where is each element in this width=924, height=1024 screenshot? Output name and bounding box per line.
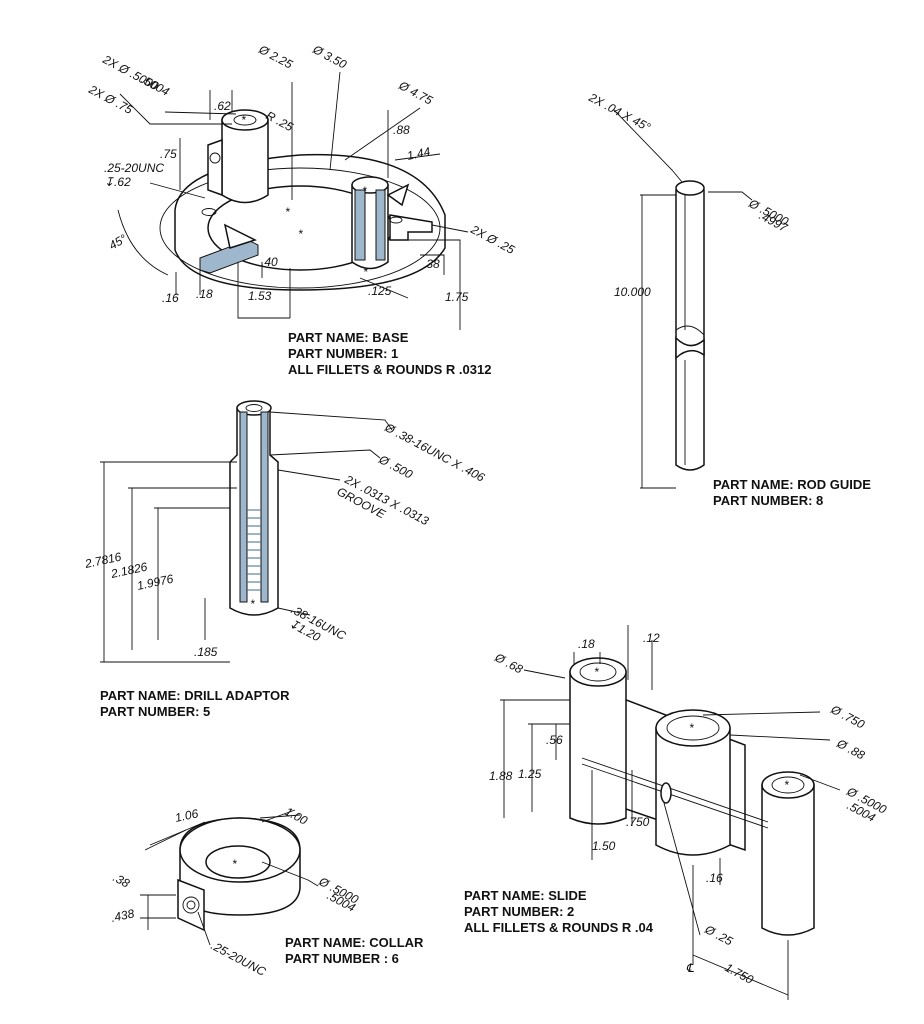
slide-dim-14: Ø .25 <box>702 922 736 949</box>
slide-dim-2: .12 <box>643 631 660 645</box>
svg-text:*: * <box>241 113 246 127</box>
base-part-number: PART NUMBER: 1 <box>288 346 399 361</box>
base-dim-13: ↧.62 <box>104 175 131 189</box>
base-dim-21: 1.75 <box>445 290 469 304</box>
base-dim-8: Ø 4.75 <box>396 78 436 108</box>
rod-guide-dim-4: 10.000 <box>614 285 651 299</box>
base-dim-20: .38 <box>423 257 440 271</box>
slide-dim-3: Ø .68 <box>492 650 526 677</box>
collar-caption: PART NAME: COLLAR PART NUMBER : 6 <box>285 935 423 967</box>
svg-text:*: * <box>784 778 789 792</box>
base-dim-14: 45° <box>107 231 130 252</box>
base-dim-19: .125 <box>368 284 392 298</box>
base-dim-12: .25-20UNC <box>104 161 164 175</box>
slide-note: ALL FILLETS & ROUNDS R .04 <box>464 920 653 935</box>
collar-part-name: PART NAME: COLLAR <box>285 935 424 950</box>
base-dim-10: 1.44 <box>406 144 432 163</box>
slide-caption: PART NAME: SLIDE PART NUMBER: 2 ALL FILL… <box>464 888 653 936</box>
slide-dim-5: Ø .88 <box>834 736 868 763</box>
rod-guide-caption: PART NAME: ROD GUIDE PART NUMBER: 8 <box>713 477 871 509</box>
base-dim-16: .16 <box>162 291 179 305</box>
base-dim-15: .40 <box>261 255 278 269</box>
drill-adaptor-part: * <box>100 400 393 663</box>
slide-dim-10: .56 <box>546 733 563 747</box>
base-dim-7: Ø 3.50 <box>310 42 350 72</box>
slide-dim-12: .750 <box>626 815 650 829</box>
collar-dim-6: .438 <box>110 906 136 925</box>
slide-dim-4: Ø .750 <box>828 702 868 732</box>
svg-text:*: * <box>689 721 694 735</box>
drill-adaptor-dimensions: Ø .38-16UNC X .406 Ø .500 2X .0313 X .03… <box>83 420 487 659</box>
base-caption: PART NAME: BASE PART NUMBER: 1 ALL FILLE… <box>288 330 491 378</box>
base-part: * * * * * <box>117 71 469 330</box>
collar-part-number: PART NUMBER : 6 <box>285 951 399 966</box>
drill-adaptor-caption: PART NAME: DRILL ADAPTOR PART NUMBER: 5 <box>100 688 289 720</box>
svg-text:*: * <box>363 265 368 279</box>
base-dim-3: 2X Ø .75 <box>86 82 136 117</box>
slide-part-number: PART NUMBER: 2 <box>464 904 575 919</box>
svg-text:*: * <box>232 857 237 871</box>
collar-dim-2: 1.00 <box>283 804 310 827</box>
svg-text:*: * <box>250 597 255 611</box>
base-note: ALL FILLETS & ROUNDS R .0312 <box>288 362 492 377</box>
base-part-name: PART NAME: BASE <box>288 330 409 345</box>
slide-dim-1: .18 <box>578 637 595 651</box>
rod-guide-part-number: PART NUMBER: 8 <box>713 493 824 508</box>
drill-adaptor-dim-2: Ø .500 <box>376 452 416 482</box>
rod-guide-part <box>613 109 753 489</box>
svg-text:*: * <box>298 227 303 241</box>
base-dim-18: 1.53 <box>248 289 272 303</box>
slide-dim-9: 1.25 <box>518 767 542 781</box>
rod-guide-part-name: PART NAME: ROD GUIDE <box>713 477 871 492</box>
svg-text:*: * <box>362 184 367 198</box>
base-dim-17: .18 <box>196 287 213 301</box>
slide-part: * * * <box>500 625 841 1000</box>
collar-part: * <box>140 809 319 946</box>
base-dim-9: .88 <box>393 123 410 137</box>
base-dim-4: .62 <box>214 99 231 113</box>
slide-part-name: PART NAME: SLIDE <box>464 888 587 903</box>
slide-dim-16: 1.750 <box>723 960 756 987</box>
drill-adaptor-part-number: PART NUMBER: 5 <box>100 704 211 719</box>
collar-dim-1: 1.06 <box>174 806 200 825</box>
svg-text:*: * <box>594 665 599 679</box>
collar-dim-5: .38 <box>111 870 133 890</box>
base-dim-11: .75 <box>160 147 177 161</box>
drill-adaptor-dim-8: .185 <box>194 645 218 659</box>
thread-hatch <box>247 509 261 591</box>
base-dim-2: .5004 <box>139 72 172 99</box>
slide-dim-13: .16 <box>706 871 723 885</box>
drill-adaptor-part-name: PART NAME: DRILL ADAPTOR <box>100 688 290 703</box>
rod-guide-dim-1: 2X .04 X 45° <box>586 90 653 135</box>
base-dim-6: Ø 2.25 <box>256 42 296 72</box>
svg-text:*: * <box>285 205 290 219</box>
slide-dim-15: ℄ <box>686 961 694 975</box>
collar-dim-7: .25-20UNC <box>209 938 269 979</box>
base-dim-22: 2X Ø .25 <box>468 222 518 257</box>
slide-dim-11: 1.50 <box>592 839 616 853</box>
slide-dim-8: 1.88 <box>489 769 513 783</box>
